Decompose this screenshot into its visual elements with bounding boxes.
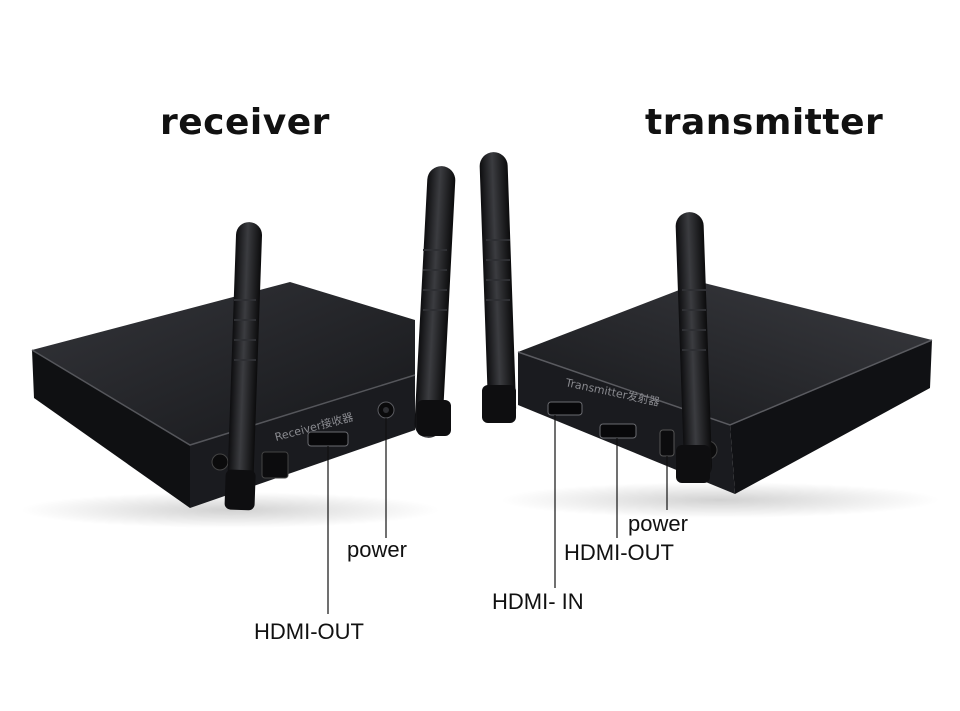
callout-lines (327, 415, 668, 614)
transmitter-right-face (730, 340, 932, 494)
receiver-device: Receiver接收器 (31, 282, 416, 508)
transmitter-antenna-right (675, 212, 713, 483)
receiver-power-label: power (347, 537, 407, 562)
transmitter-hdmi-out-label: HDMI-OUT (564, 540, 674, 565)
receiver-hdmi-out-label: HDMI-OUT (254, 619, 364, 644)
transmitter-device: Transmitter发射器 (517, 282, 933, 494)
receiver-title: receiver (160, 102, 330, 143)
transmitter-edge (517, 339, 933, 426)
receiver-left-face (32, 350, 190, 508)
transmitter-title: transmitter (645, 102, 884, 143)
transmitter-shadow (500, 482, 940, 518)
transmitter-antenna-left (479, 152, 517, 423)
receiver-antenna-left (224, 222, 263, 511)
receiver-antenna-mount-left (211, 453, 229, 471)
transmitter-hdmi-out-port (599, 423, 637, 439)
receiver-hdmi-out-port (307, 431, 349, 447)
receiver-antenna-right (414, 166, 456, 438)
receiver-power-pin (383, 407, 389, 413)
transmitter-power-port (659, 429, 675, 457)
transmitter-hdmi-in-label: HDMI- IN (492, 589, 584, 614)
receiver-edge (31, 349, 416, 446)
receiver-shadow (20, 492, 440, 528)
transmitter-top-face (518, 282, 932, 425)
transmitter-power-label: power (628, 511, 688, 536)
receiver-side-port (261, 451, 289, 479)
transmitter-hdmi-in-port (547, 401, 583, 416)
